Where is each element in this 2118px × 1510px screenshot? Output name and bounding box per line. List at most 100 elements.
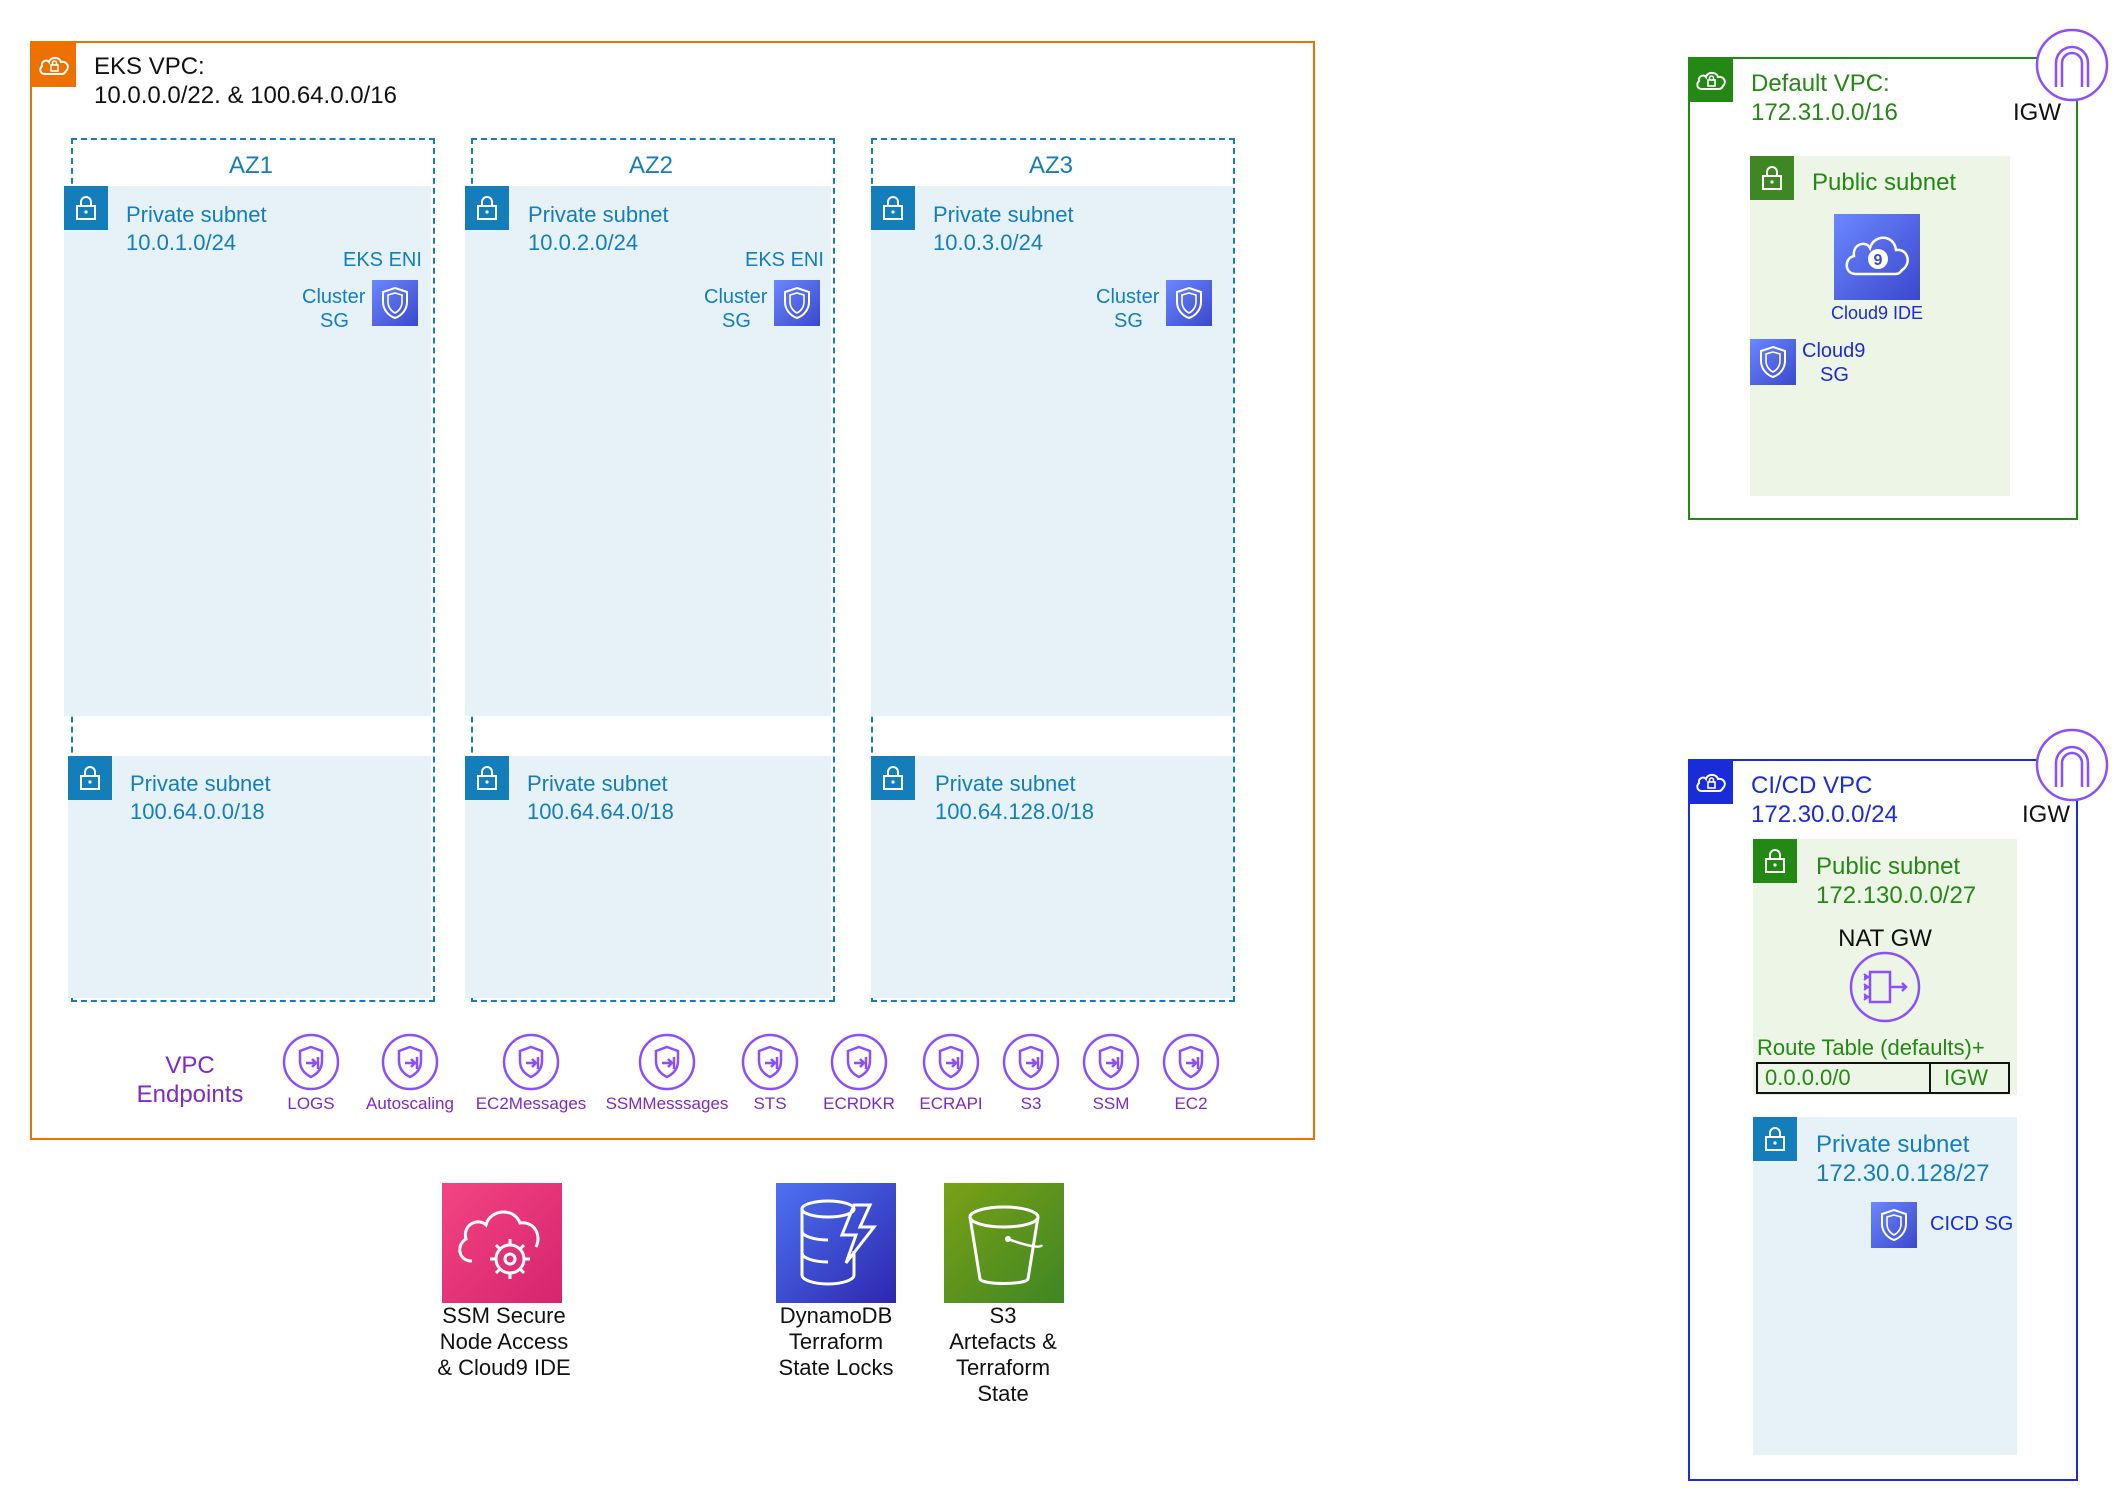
eks-vpc-cidr: 10.0.0.0/22. & 100.64.0.0/16 xyxy=(94,82,397,109)
vpc-cloud-icon xyxy=(1689,760,1733,804)
az2-private-subnet-2 xyxy=(465,756,831,998)
ssm-label-line: SSM Secure xyxy=(442,1303,566,1328)
s3-bucket-icon xyxy=(944,1183,1064,1303)
igw-label: IGW xyxy=(2013,99,2061,126)
vpc-endpoint-label: EC2Messages xyxy=(475,1094,587,1113)
lock-icon xyxy=(64,186,108,230)
cloud9-icon: 9 xyxy=(1834,214,1920,300)
route-table: 0.0.0.0/0 IGW xyxy=(1756,1062,2010,1094)
dynamodb-icon xyxy=(776,1183,896,1303)
vpc-cloud-icon xyxy=(32,43,76,87)
subnet-cidr: 100.64.0.0/18 xyxy=(130,799,265,824)
cloud9-sg-label-2: SG xyxy=(1820,364,1849,386)
vpc-endpoint-label: SSM xyxy=(1092,1094,1130,1113)
az2-private-subnet-1 xyxy=(465,186,831,716)
az2-label: AZ2 xyxy=(628,152,674,179)
ssm-label-line: & Cloud9 IDE xyxy=(437,1355,571,1380)
eks-vpc-title: EKS VPC: xyxy=(94,53,205,80)
igw-label: IGW xyxy=(2022,801,2070,828)
internet-gateway-icon xyxy=(2034,727,2110,803)
security-group-shield-icon xyxy=(372,280,418,326)
eks-eni-label: EKS ENI xyxy=(745,249,824,271)
s3-label-line: Terraform xyxy=(955,1355,1051,1380)
cluster-sg-label-2: SG xyxy=(722,310,751,332)
cicd-vpc-title: CI/CD VPC xyxy=(1751,772,1873,799)
az3-private-subnet-2 xyxy=(871,756,1233,998)
cluster-sg-label-2: SG xyxy=(1114,310,1143,332)
route-destination: 0.0.0.0/0 xyxy=(1765,1065,1851,1090)
nat-gateway-label: NAT GW xyxy=(1838,925,1932,952)
subnet-title: Private subnet xyxy=(935,771,1076,796)
lock-icon xyxy=(1750,156,1794,200)
vpc-endpoint-label: LOGS xyxy=(287,1094,335,1113)
nat-gateway-icon xyxy=(1848,950,1922,1024)
lock-icon xyxy=(465,186,509,230)
vpc-endpoint-icon xyxy=(1082,1033,1140,1091)
subnet-title: Private subnet xyxy=(933,202,1074,227)
lock-icon xyxy=(871,186,915,230)
vpc-endpoints-label: VPC xyxy=(165,1052,215,1079)
eks-vpc-frame xyxy=(30,41,1315,1140)
subnet-cidr: 100.64.128.0/18 xyxy=(935,799,1095,824)
subnet-title: Private subnet xyxy=(126,202,267,227)
default-vpc-title: Default VPC: xyxy=(1751,70,1890,97)
vpc-cloud-icon xyxy=(1689,58,1733,102)
cicd-private-subnet xyxy=(1753,1117,2017,1455)
default-vpc-cidr: 172.31.0.0/16 xyxy=(1751,99,1898,126)
security-group-shield-icon xyxy=(1871,1202,1917,1248)
lock-icon xyxy=(871,756,915,800)
vpc-endpoint-icon xyxy=(1162,1033,1220,1091)
public-subnet-title: Public subnet xyxy=(1816,853,1961,880)
ssm-icon xyxy=(442,1183,562,1303)
svg-text:9: 9 xyxy=(1874,252,1883,269)
s3-label-line: S3 xyxy=(989,1303,1017,1328)
subnet-cidr: 10.0.2.0/24 xyxy=(528,230,639,255)
dynamodb-label: DynamoDB Terraform State Locks xyxy=(779,1303,894,1381)
vpc-endpoint-label: S3 xyxy=(1020,1094,1042,1113)
vpc-endpoint-label: ECRDKR xyxy=(823,1094,895,1113)
private-subnet-title: Private subnet xyxy=(1816,1131,1970,1158)
vpc-endpoints-label-2: Endpoints xyxy=(136,1081,244,1108)
vpc-endpoint-icon xyxy=(741,1033,799,1091)
cluster-sg-label: Cluster xyxy=(1096,286,1160,308)
public-subnet-cidr: 172.130.0.0/27 xyxy=(1816,882,1977,909)
vpc-endpoint-icon xyxy=(922,1033,980,1091)
subnet-cidr: 10.0.1.0/24 xyxy=(126,230,237,255)
vpc-endpoint-icon xyxy=(502,1033,560,1091)
vpc-endpoint-icon xyxy=(282,1033,340,1091)
cloud9-label: Cloud9 IDE xyxy=(1830,303,1924,323)
az1-label: AZ1 xyxy=(228,152,274,179)
vpc-endpoint-icon xyxy=(1002,1033,1060,1091)
default-vpc-frame xyxy=(1688,57,2078,520)
cluster-sg-label: Cluster xyxy=(704,286,768,308)
cicd-sg-label: CICD SG xyxy=(1930,1213,2014,1235)
security-group-shield-icon xyxy=(774,280,820,326)
route-target: IGW xyxy=(1944,1065,1988,1090)
dynamodb-label-line: DynamoDB xyxy=(779,1303,893,1328)
cicd-vpc-frame xyxy=(1688,759,2078,1481)
vpc-endpoint-icon xyxy=(638,1033,696,1091)
default-public-subnet xyxy=(1750,156,2010,496)
az1-private-subnet-2 xyxy=(68,756,431,998)
cloud9-sg-label: Cloud9 xyxy=(1802,340,1866,362)
ssm-label-line: Node Access xyxy=(439,1329,569,1354)
vpc-endpoint-label: Autoscaling xyxy=(366,1094,454,1113)
security-group-shield-icon xyxy=(1166,280,1212,326)
vpc-endpoint-label: EC2 xyxy=(1174,1094,1208,1113)
cicd-vpc-cidr: 172.30.0.0/24 xyxy=(1751,801,1898,828)
subnet-cidr: 10.0.3.0/24 xyxy=(933,230,1044,255)
vpc-endpoint-icon xyxy=(830,1033,888,1091)
vpc-endpoint-icon xyxy=(381,1033,439,1091)
az1-private-subnet-1 xyxy=(64,186,431,716)
cicd-public-subnet xyxy=(1753,839,2017,1095)
subnet-title: Private subnet xyxy=(527,771,668,796)
az3-label: AZ3 xyxy=(1028,152,1074,179)
internet-gateway-icon xyxy=(2034,27,2110,103)
vpc-endpoint-label: ECRAPI xyxy=(919,1094,983,1113)
lock-icon xyxy=(1753,839,1797,883)
vpc-endpoint-label: SSMMesssages xyxy=(605,1094,729,1113)
subnet-title: Private subnet xyxy=(130,771,271,796)
eks-eni-label: EKS ENI xyxy=(343,249,422,271)
route-table-title: Route Table (defaults)+ xyxy=(1757,1035,1985,1060)
subnet-cidr: 100.64.64.0/18 xyxy=(527,799,674,824)
